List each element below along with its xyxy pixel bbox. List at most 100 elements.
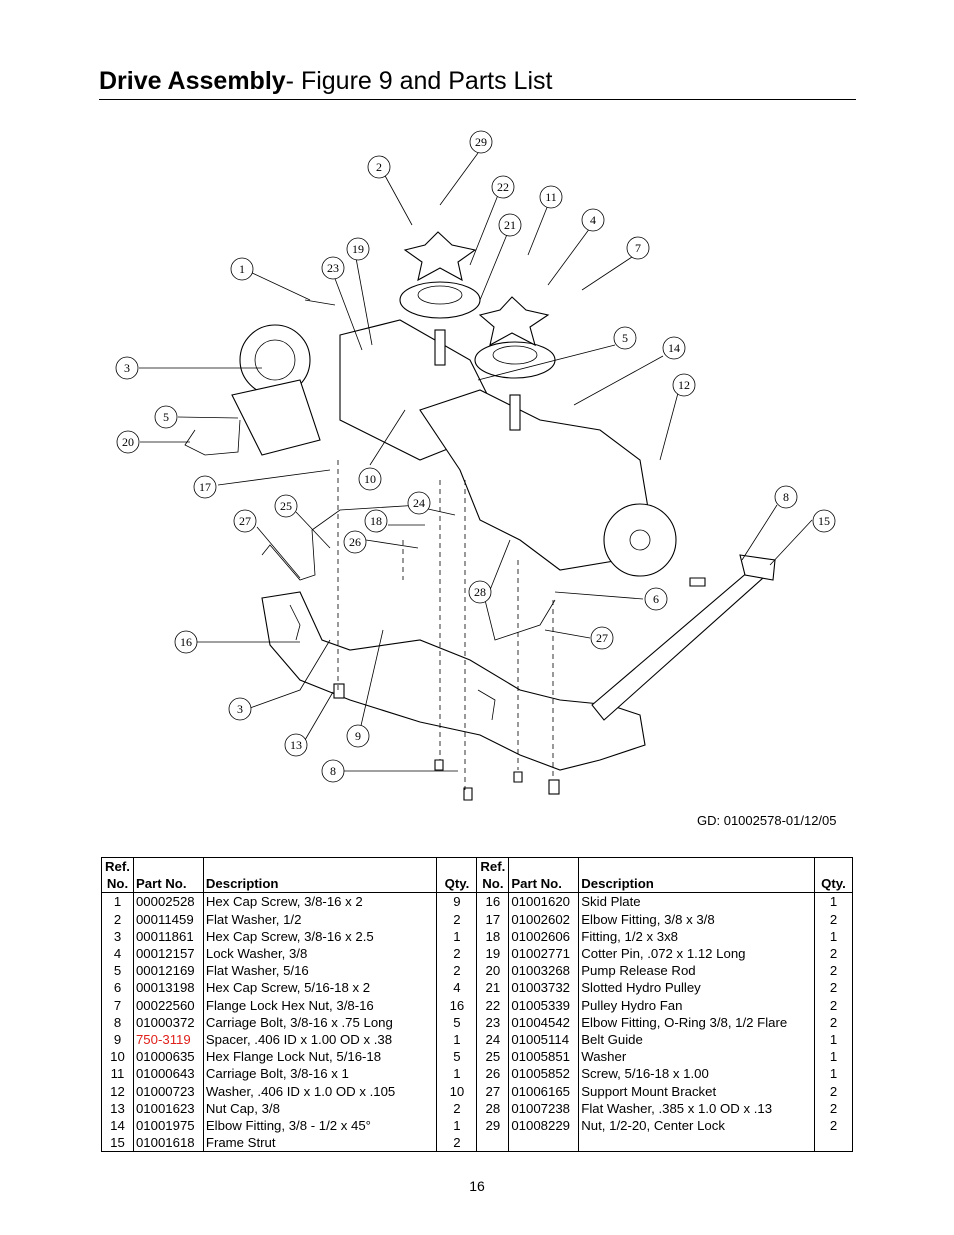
right-qty-cell: 1 bbox=[814, 1031, 853, 1049]
right-part-cell: 01008229 bbox=[508, 1117, 580, 1135]
svg-text:21: 21 bbox=[504, 218, 516, 232]
callout-3-bottom: 3 bbox=[228, 697, 252, 721]
svg-text:14: 14 bbox=[668, 341, 680, 355]
right-ref-cell bbox=[476, 1134, 510, 1153]
right-desc-cell: Cotter Pin, .072 x 1.12 Long bbox=[578, 945, 815, 963]
callout-25: 25 bbox=[274, 494, 298, 518]
right-ref-cell: 19 bbox=[476, 945, 510, 963]
left-qty-cell: 2 bbox=[436, 945, 478, 963]
rods-and-hardware-drawing bbox=[184, 299, 706, 801]
right-ref-cell: 29 bbox=[476, 1117, 510, 1135]
left-ref-cell: 10 bbox=[101, 1048, 134, 1066]
svg-text:22: 22 bbox=[497, 180, 509, 194]
callout-22: 22 bbox=[491, 175, 515, 199]
callout-9: 9 bbox=[346, 724, 370, 748]
header-ref-no: Ref.No. bbox=[476, 856, 510, 894]
right-desc-cell: Support Mount Bracket bbox=[578, 1082, 815, 1100]
left-desc-cell: Frame Strut bbox=[202, 1134, 438, 1153]
svg-text:10: 10 bbox=[364, 472, 376, 486]
right-desc-cell: Nut, 1/2-20, Center Lock bbox=[578, 1117, 815, 1135]
right-desc-cell: Elbow Fitting, 3/8 x 3/8 bbox=[578, 910, 815, 928]
right-qty-cell: 1 bbox=[814, 1048, 853, 1066]
callout-15: 15 bbox=[812, 509, 836, 533]
left-qty-cell: 5 bbox=[436, 1048, 478, 1066]
right-qty-cell: 2 bbox=[814, 1099, 853, 1118]
callout-29: 29 bbox=[469, 130, 493, 154]
left-desc-cell: Flat Washer, 1/2 bbox=[202, 910, 438, 928]
callout-26: 26 bbox=[343, 530, 367, 554]
right-ref-cell: 20 bbox=[476, 962, 510, 980]
left-part-cell: 00011459 bbox=[132, 910, 204, 928]
left-ref-cell: 8 bbox=[101, 1013, 134, 1032]
left-qty-cell: 2 bbox=[436, 1099, 478, 1118]
svg-text:24: 24 bbox=[413, 496, 425, 510]
left-desc-cell: Spacer, .406 ID x 1.00 OD x .38 bbox=[202, 1031, 438, 1049]
left-part-cell: 00022560 bbox=[132, 996, 204, 1014]
callout-labels: 29 2 22 11 21 4 7 19 1 23 5 14 3 12 5 20… bbox=[115, 130, 836, 783]
right-part-cell: 01001620 bbox=[508, 892, 580, 911]
right-part-cell: 01007238 bbox=[508, 1099, 580, 1118]
left-part-cell: 01000643 bbox=[132, 1065, 204, 1083]
table-header-row: Ref.No. Part No. Description Qty. Ref.No… bbox=[101, 856, 853, 894]
callout-28: 28 bbox=[468, 580, 492, 604]
svg-text:8: 8 bbox=[783, 490, 789, 504]
right-ref-cell: 26 bbox=[476, 1065, 510, 1083]
left-desc-cell: Flat Washer, 5/16 bbox=[202, 962, 438, 980]
svg-text:5: 5 bbox=[622, 331, 628, 345]
callout-5-top: 5 bbox=[613, 326, 637, 350]
left-part-cell: 01001623 bbox=[132, 1099, 204, 1118]
svg-text:5: 5 bbox=[163, 410, 169, 424]
exploded-diagram: 29 2 22 11 21 4 7 19 1 23 5 14 3 12 5 20… bbox=[115, 130, 836, 801]
right-part-cell: 01002602 bbox=[508, 910, 580, 928]
left-ref-cell: 6 bbox=[101, 979, 134, 997]
right-desc-cell: Screw, 5/16-18 x 1.00 bbox=[578, 1065, 815, 1083]
page-number: 16 bbox=[469, 1178, 485, 1194]
svg-text:13: 13 bbox=[290, 738, 302, 752]
callout-10: 10 bbox=[358, 467, 382, 491]
left-ref-cell: 3 bbox=[101, 927, 134, 946]
left-ref-cell: 1 bbox=[101, 892, 134, 911]
right-ref-cell: 16 bbox=[476, 892, 510, 911]
svg-text:23: 23 bbox=[327, 261, 339, 275]
left-qty-cell: 5 bbox=[436, 1013, 478, 1032]
right-desc-cell: Washer bbox=[578, 1048, 815, 1066]
callout-3-top: 3 bbox=[115, 356, 139, 380]
svg-text:12: 12 bbox=[678, 378, 690, 392]
callout-16: 16 bbox=[174, 630, 198, 654]
left-ref-cell: 2 bbox=[101, 910, 134, 928]
svg-text:27: 27 bbox=[596, 631, 608, 645]
left-part-cell: 00011861 bbox=[132, 927, 204, 946]
right-part-cell: 01003268 bbox=[508, 962, 580, 980]
svg-text:8: 8 bbox=[330, 764, 336, 778]
right-ref-cell: 21 bbox=[476, 979, 510, 997]
left-desc-cell: Carriage Bolt, 3/8-16 x .75 Long bbox=[202, 1013, 438, 1032]
svg-text:2: 2 bbox=[376, 160, 382, 174]
header-description: Description bbox=[202, 856, 438, 894]
left-desc-cell: Nut Cap, 3/8 bbox=[202, 1099, 438, 1118]
left-part-cell: 01001975 bbox=[132, 1117, 204, 1135]
right-desc-cell: Belt Guide bbox=[578, 1031, 815, 1049]
right-qty-cell: 1 bbox=[814, 927, 853, 946]
svg-text:3: 3 bbox=[124, 361, 130, 375]
svg-text:19: 19 bbox=[352, 242, 364, 256]
right-ref-cell: 18 bbox=[476, 927, 510, 946]
left-qty-cell: 2 bbox=[436, 910, 478, 928]
svg-text:11: 11 bbox=[545, 190, 557, 204]
left-qty-cell: 2 bbox=[436, 1134, 478, 1153]
callout-8-right: 8 bbox=[774, 485, 798, 509]
right-desc-cell: Elbow Fitting, O-Ring 3/8, 1/2 Flare bbox=[578, 1013, 815, 1032]
callout-23: 23 bbox=[321, 256, 345, 280]
left-qty-cell: 9 bbox=[436, 892, 478, 911]
left-qty-cell: 2 bbox=[436, 962, 478, 980]
right-part-cell: 01005851 bbox=[508, 1048, 580, 1066]
left-part-cell: 01000372 bbox=[132, 1013, 204, 1032]
callout-1: 1 bbox=[230, 257, 254, 281]
right-qty-cell: 2 bbox=[814, 910, 853, 928]
header-description: Description bbox=[578, 856, 815, 894]
